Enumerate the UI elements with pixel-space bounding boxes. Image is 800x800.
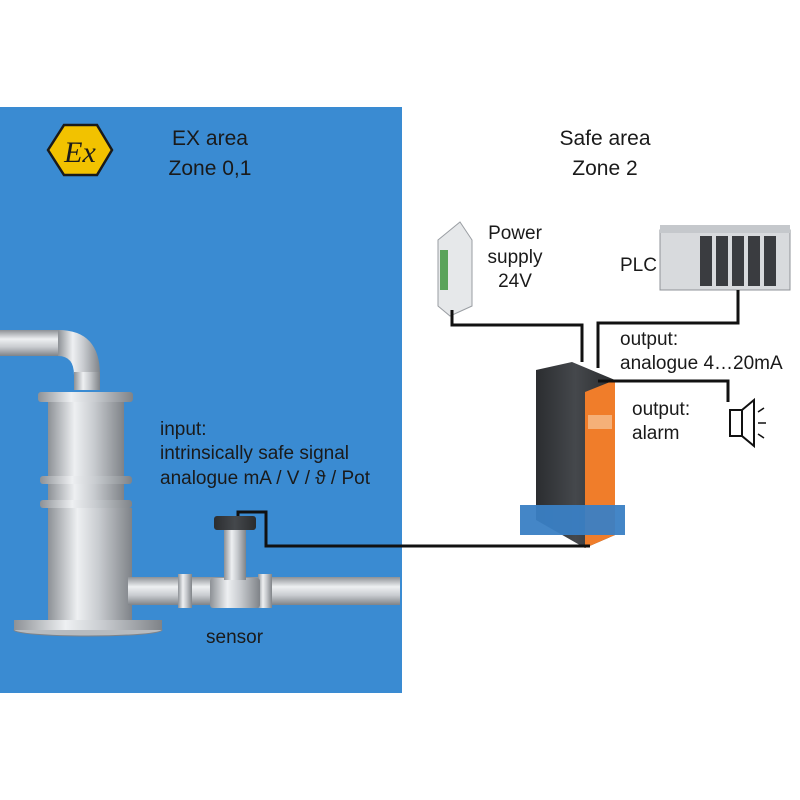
wire-isolator-to-alarm	[598, 379, 730, 402]
wire-sensor-to-isolator	[236, 510, 590, 548]
power-supply-label-line2: supply	[487, 247, 543, 268]
power-supply-label-line1: Power	[488, 223, 542, 244]
sensor-device	[210, 516, 260, 608]
input-label-line3: analogue mA / V / ϑ / Pot	[160, 468, 371, 489]
process-pipes	[0, 330, 400, 637]
plc-device	[659, 225, 791, 291]
input-label-line1: input:	[160, 419, 207, 440]
wire-plc-to-isolator	[596, 290, 740, 368]
speaker-icon	[729, 397, 766, 449]
output-analogue-line2: analogue 4…20mA	[620, 353, 783, 374]
safe-area-title: Safe area	[559, 127, 651, 150]
input-label-line2: intrinsically safe signal	[160, 443, 350, 464]
ex-logo-icon	[46, 123, 114, 177]
ex-logo-text: Ex	[63, 136, 96, 169]
output-alarm-line1: output:	[632, 399, 691, 420]
sensor-label: sensor	[206, 627, 264, 648]
ex-area-zone: Zone 0,1	[168, 157, 252, 180]
output-analogue-line1: output:	[620, 329, 679, 350]
ex-area-title: EX area	[172, 127, 248, 150]
wire-power-to-isolator	[450, 310, 584, 362]
wiring	[236, 290, 740, 548]
power-supply-label-line3: 24V	[498, 271, 532, 292]
safe-area-zone: Zone 2	[572, 157, 638, 180]
isolator-device	[520, 362, 625, 548]
output-alarm-line2: alarm	[632, 423, 680, 444]
plc-label: PLC	[620, 255, 657, 276]
power-supply-device	[437, 221, 473, 317]
